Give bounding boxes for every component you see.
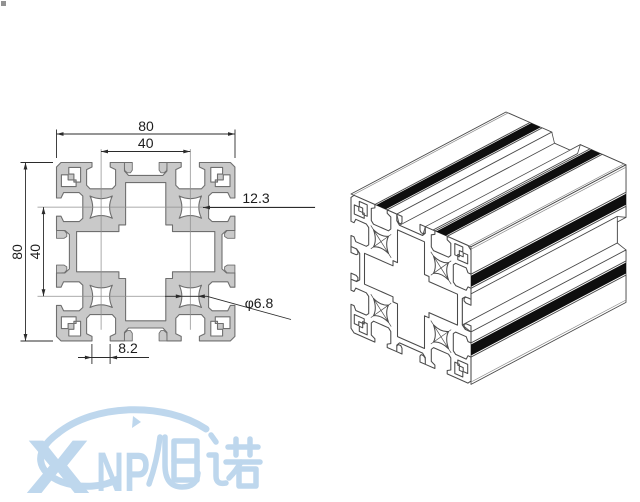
dimension-arrow — [228, 132, 235, 136]
logo-letters-np: NP — [96, 440, 150, 502]
dimension-arrow — [56, 132, 64, 136]
line — [352, 112, 509, 196]
iso-side-slot-stripe — [471, 193, 626, 287]
brand-logo: X NP — [26, 406, 263, 502]
logo-swoosh-icon — [37, 406, 210, 490]
line — [468, 163, 625, 247]
iso-top-recess-wall — [422, 144, 581, 236]
dimension-arrow — [23, 334, 28, 341]
dim-slot-width-label: 8.2 — [118, 340, 138, 356]
dim-left-height-label: 80 — [9, 244, 25, 260]
dimension-arrow — [175, 294, 183, 299]
dimension-labels: 80 40 80 40 12.3 φ6.8 8.2 — [9, 118, 273, 356]
logo-spark-icon — [132, 416, 141, 428]
iso-top-slot-stripe — [376, 123, 541, 210]
cjk-stroke — [206, 452, 229, 487]
iso-side-recess-wall — [461, 242, 627, 333]
line — [370, 302, 392, 318]
line — [430, 260, 452, 276]
line — [470, 166, 627, 250]
cjk-stroke — [226, 459, 244, 481]
profile-recess-lips — [56, 162, 236, 342]
dim-left-inner-label: 40 — [27, 244, 43, 260]
dimension-arrow — [41, 289, 46, 297]
dimension-arrow — [110, 355, 118, 360]
profile-body — [55, 161, 236, 342]
dimension-arrow — [23, 162, 28, 170]
dim-top-inner-label: 40 — [138, 135, 154, 151]
cjk-stroke — [171, 438, 200, 483]
dimension-arrow — [197, 294, 205, 299]
dimension-arrow — [84, 355, 92, 360]
dimension-arrow — [41, 207, 46, 215]
dimension-arrow — [101, 149, 108, 154]
line — [470, 299, 627, 383]
line — [370, 234, 392, 250]
dimension-lines — [20, 129, 315, 364]
cjk-stroke — [146, 434, 163, 487]
dim-slot-feature-label: 12.3 — [242, 190, 269, 206]
dim-hole-dia-label: φ6.8 — [245, 295, 274, 311]
dimension-arrow — [183, 149, 191, 154]
iso-top-slot-stripe — [436, 149, 601, 236]
logo-letter-x: X — [26, 425, 90, 502]
dim-top-width-label: 80 — [138, 118, 154, 134]
logo-cjk-glyphs — [146, 432, 263, 490]
line — [430, 329, 452, 345]
dimension-arrow — [203, 205, 210, 210]
isometric-view — [350, 111, 627, 385]
corner-artifact — [1, 1, 6, 6]
cjk-stroke — [236, 466, 259, 489]
iso-side-slot-stripe — [471, 262, 626, 356]
line — [206, 295, 292, 320]
cjk-stroke — [208, 432, 219, 445]
cross-section-view — [37, 149, 316, 342]
